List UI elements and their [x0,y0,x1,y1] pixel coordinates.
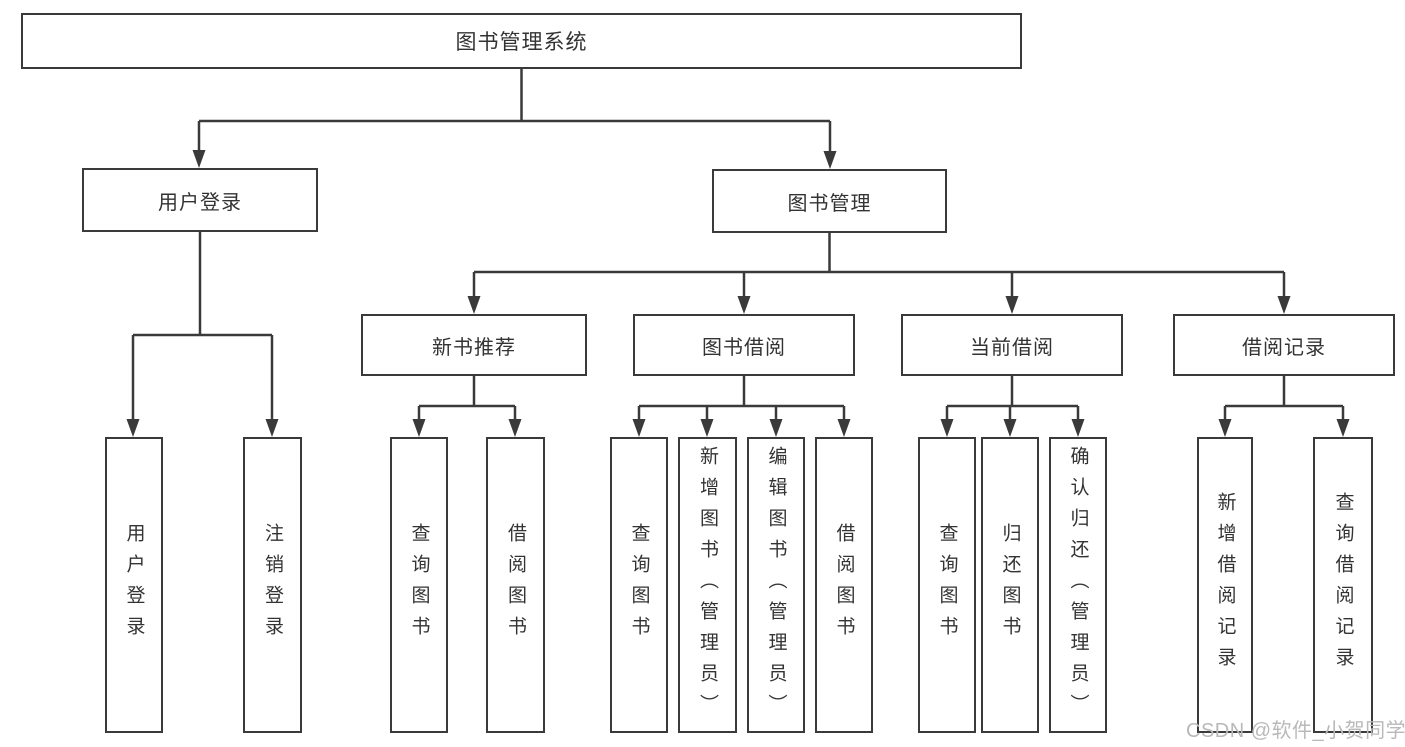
arrowhead [508,419,522,437]
leaf-borrow-add-book-admin-label: 新增图书（管理员） [697,445,718,725]
leaf-current-query-book-label: 查询图书 [936,523,958,647]
arrowhead [632,419,646,437]
leaf-borrow-query-book: 查询图书 [610,437,668,733]
leaf-recommend-borrow-book-label: 借阅图书 [505,523,526,647]
node-book-management-label: 图书管理 [787,192,872,215]
node-new-book-recommend-label: 新书推荐 [432,336,516,359]
leaf-borrow-query-book-label: 查询图书 [628,523,650,647]
node-current-borrow-label: 当前借阅 [970,336,1054,359]
arrowhead [837,419,851,437]
leaf-records-query-record-label: 查询借阅记录 [1332,492,1354,678]
leaf-current-return-book: 归还图书 [981,437,1039,733]
leaf-current-return-book-label: 归还图书 [999,523,1021,647]
arrowhead [700,419,714,437]
arrowhead [1003,419,1017,437]
arrowhead [1071,419,1085,437]
leaf-recommend-query-book-label: 查询图书 [408,523,430,647]
connector-path [131,69,1345,420]
arrowhead [192,150,206,168]
arrowhead [1005,296,1019,314]
arrowhead [126,419,140,437]
node-borrow-records-label: 借阅记录 [1242,336,1326,359]
leaf-recommend-borrow-book: 借阅图书 [486,437,545,733]
leaf-user-login: 用户登录 [105,437,163,733]
watermark: CSDN @软件_小贺同学 [1186,720,1405,742]
leaf-records-add-record: 新增借阅记录 [1197,437,1253,733]
leaf-current-query-book: 查询图书 [918,437,976,733]
leaf-records-add-record-label: 新增借阅记录 [1214,492,1236,678]
arrowhead [467,296,481,314]
node-root: 图书管理系统 [21,13,1022,69]
leaf-borrow-add-book-admin: 新增图书（管理员） [678,437,737,733]
leaf-current-confirm-return-admin-label: 确认归还（管理员） [1067,445,1089,725]
node-user-login: 用户登录 [82,168,318,232]
arrowhead [412,419,426,437]
leaf-logout-login-label: 注销登录 [262,523,283,647]
arrowhead [1277,296,1291,314]
arrowhead [737,296,751,314]
node-borrow-records: 借阅记录 [1173,314,1395,376]
arrowhead [769,419,783,437]
node-current-borrow: 当前借阅 [901,314,1123,376]
leaf-borrow-borrow-book-label: 借阅图书 [833,523,855,647]
leaf-borrow-edit-book-admin: 编辑图书（管理员） [747,437,805,733]
leaf-current-confirm-return-admin: 确认归还（管理员） [1049,437,1107,733]
arrowhead [265,419,279,437]
arrowhead [940,419,954,437]
leaf-logout-login: 注销登录 [243,437,302,733]
leaf-records-query-record: 查询借阅记录 [1313,437,1373,733]
node-book-borrow-label: 图书借阅 [702,336,786,359]
node-book-management: 图书管理 [712,169,947,233]
arrowhead [1336,419,1350,437]
leaf-recommend-query-book: 查询图书 [390,437,448,733]
node-user-login-label: 用户登录 [158,191,242,214]
leaf-borrow-borrow-book: 借阅图书 [815,437,873,733]
leaf-borrow-edit-book-admin-label: 编辑图书（管理员） [765,445,787,725]
leaf-user-login-label: 用户登录 [123,523,145,647]
node-root-label: 图书管理系统 [455,31,588,54]
arrowhead [1218,419,1232,437]
node-book-borrow: 图书借阅 [633,314,855,376]
node-new-book-recommend: 新书推荐 [361,314,587,376]
arrowhead [823,151,837,169]
